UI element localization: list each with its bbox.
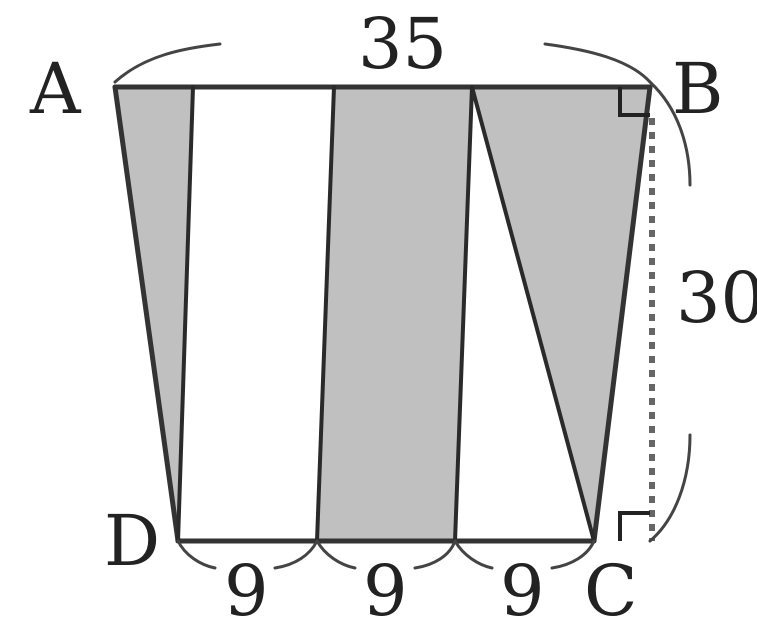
bottom-brace-1-right — [273, 539, 319, 570]
side-bc — [591, 84, 653, 544]
cut-line-4 — [470, 85, 596, 543]
bottom-segment-label-2: 9 — [363, 550, 408, 622]
bottom-brace-2-right — [413, 539, 457, 570]
bottom-brace-1-left — [176, 539, 217, 570]
cut-line-1 — [176, 85, 195, 543]
bottom-segment-label-1: 9 — [224, 550, 269, 622]
shaded-left-triangle — [115, 87, 193, 541]
right-brace-bottom — [648, 433, 692, 543]
side-da — [112, 84, 181, 544]
bottom-brace-3-right — [550, 539, 596, 570]
cut-line-2 — [315, 85, 336, 543]
height-label: 30 — [676, 257, 757, 339]
vertex-label-c: C — [584, 550, 638, 622]
right-angle-marker-c — [618, 511, 650, 541]
shaded-middle-parallelogram — [317, 87, 472, 541]
vertex-label-a: A — [29, 48, 82, 130]
vertex-label-b: B — [672, 48, 723, 130]
right-angle-marker-b — [618, 87, 650, 117]
top-length-label: 35 — [358, 3, 447, 85]
cut-line-3 — [453, 85, 474, 543]
right-brace-top — [648, 80, 692, 187]
vertex-label-d: D — [104, 500, 160, 582]
top-brace-left — [113, 42, 222, 84]
bottom-brace-3-left — [453, 539, 494, 570]
bottom-brace-2-left — [315, 539, 357, 570]
top-brace-right — [543, 42, 652, 84]
bottom-segment-label-3: 9 — [500, 550, 545, 622]
